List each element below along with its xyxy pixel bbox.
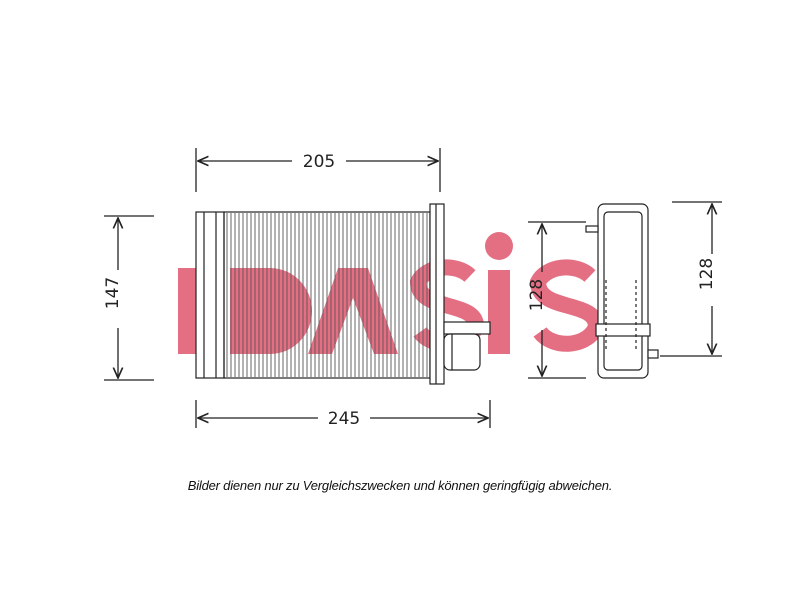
dimension-128-outer: 128 <box>697 258 717 290</box>
pipe-bracket <box>443 333 481 371</box>
dimension-lines <box>104 148 722 428</box>
side-clamp <box>595 323 651 337</box>
right-tank <box>429 203 445 385</box>
heater-core-side-view <box>585 203 659 379</box>
dimension-205: 205 <box>303 152 335 172</box>
dimension-128-inner: 128 <box>527 279 547 311</box>
dimension-245: 245 <box>328 409 360 429</box>
pipe-connector <box>443 321 491 335</box>
side-body <box>597 203 649 379</box>
dimension-147: 147 <box>103 277 123 309</box>
left-tank <box>195 211 225 379</box>
fin-lines <box>226 213 428 377</box>
disclaimer-caption: Bilder dienen nur zu Vergleichszwecken u… <box>187 478 613 493</box>
heater-core-front-view <box>195 203 491 385</box>
